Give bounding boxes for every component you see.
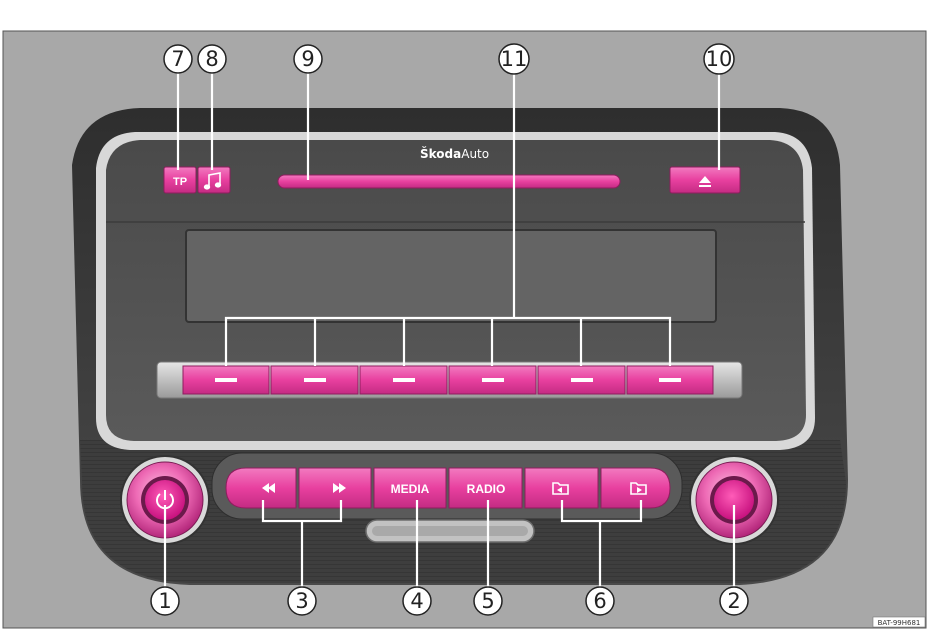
music-note-button[interactable] (198, 167, 230, 193)
media-button[interactable]: MEDIA (374, 468, 446, 508)
preset-button[interactable] (271, 366, 358, 394)
radio-button[interactable]: RADIO (449, 468, 522, 508)
callout-1: 1 (151, 587, 179, 615)
callout-8: 8 (198, 45, 226, 73)
rewind-button[interactable] (226, 468, 296, 508)
tp-label: TP (173, 176, 187, 188)
brand-bold: Škoda (420, 146, 461, 161)
callout-6: 6 (586, 587, 614, 615)
preset-button[interactable] (538, 366, 625, 394)
preset-button[interactable] (449, 366, 536, 394)
display (186, 230, 716, 322)
svg-text:4: 4 (410, 589, 423, 613)
dash-icon (393, 378, 415, 382)
svg-text:2: 2 (727, 589, 740, 613)
callout-4: 4 (403, 587, 431, 615)
svg-text:5: 5 (481, 589, 494, 613)
callout-10: 10 (704, 44, 734, 74)
callout-9: 9 (294, 45, 322, 73)
dash-icon (659, 378, 681, 382)
svg-text:8: 8 (205, 47, 218, 71)
callout-3: 3 (288, 587, 316, 615)
reference-code-text: BAT-99H681 (878, 619, 921, 627)
dash-icon (215, 378, 237, 382)
reference-code: BAT-99H681 (873, 617, 925, 627)
radio-label: RADIO (467, 482, 506, 496)
svg-text:1: 1 (158, 589, 171, 613)
preset-button[interactable] (627, 366, 713, 394)
eject-button[interactable] (670, 167, 740, 193)
svg-text:3: 3 (295, 589, 308, 613)
svg-text:ŠkodaAuto: ŠkodaAuto (420, 146, 489, 161)
folder-forward-button[interactable] (601, 468, 670, 508)
dash-icon (304, 378, 326, 382)
cd-slot[interactable] (278, 175, 620, 188)
svg-text:7: 7 (171, 47, 184, 71)
callout-5: 5 (474, 587, 502, 615)
svg-text:9: 9 (301, 47, 314, 71)
tp-button[interactable]: TP (164, 167, 196, 193)
dash-icon (482, 378, 504, 382)
brand-regular: Auto (461, 147, 489, 161)
callout-11: 11 (499, 44, 529, 74)
media-label: MEDIA (391, 482, 430, 496)
fast-forward-button[interactable] (299, 468, 371, 508)
preset-button[interactable] (183, 366, 269, 394)
svg-text:10: 10 (706, 47, 733, 71)
dash-icon (571, 378, 593, 382)
svg-text:11: 11 (501, 47, 528, 71)
callout-2: 2 (720, 587, 748, 615)
preset-button[interactable] (360, 366, 447, 394)
callout-7: 7 (164, 45, 192, 73)
svg-text:6: 6 (593, 589, 606, 613)
